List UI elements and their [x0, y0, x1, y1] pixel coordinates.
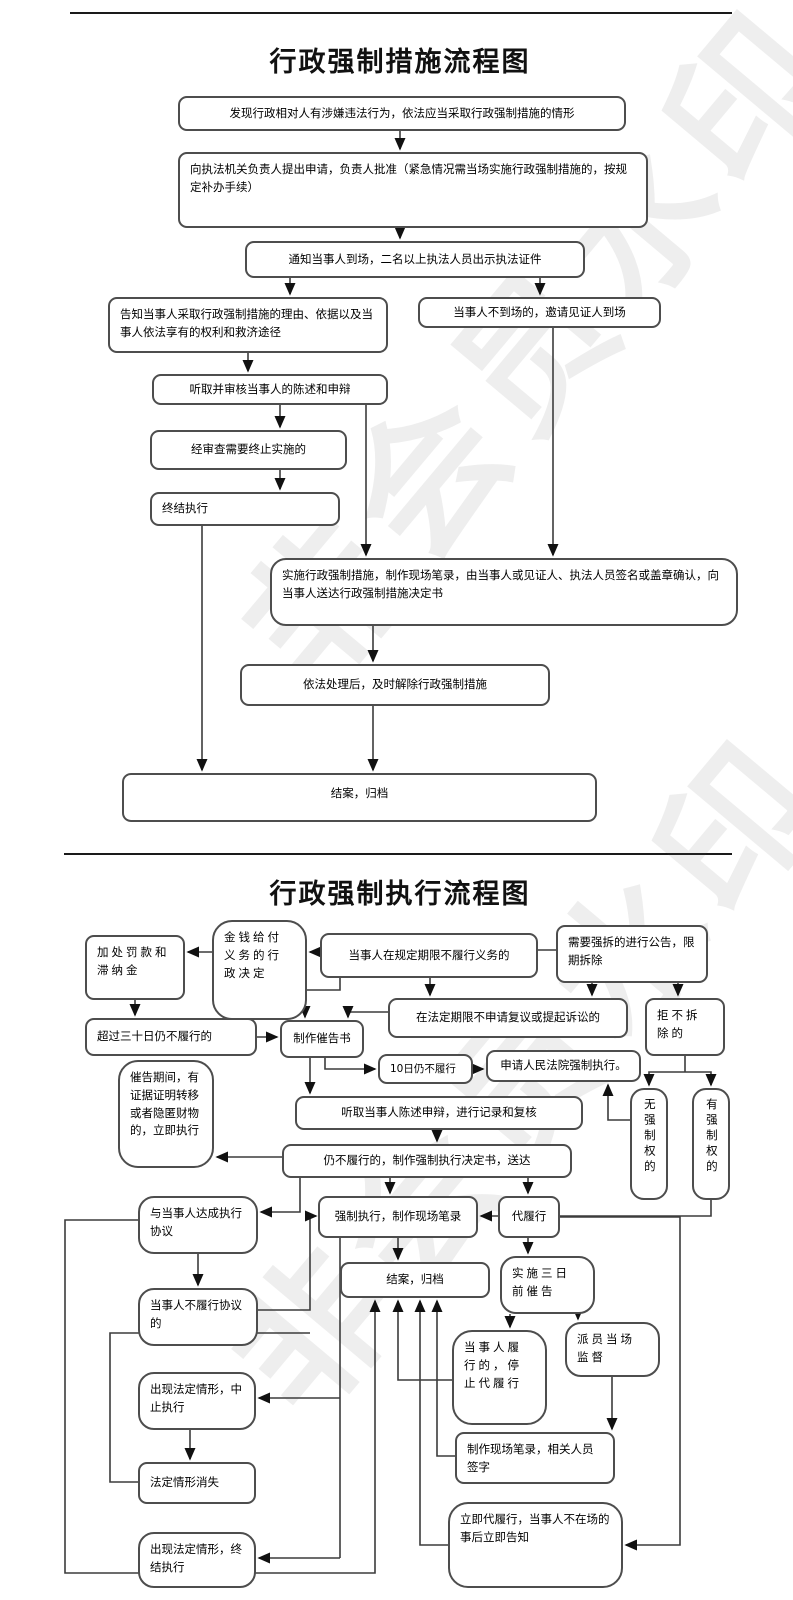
- node-apply-approval: 向执法机关负责人提出申请，负责人批准（紧急情况需当场实施行政强制措施的，按规定补…: [178, 152, 648, 228]
- node-party-performs-stop: 当事人履行的，停止代履行: [452, 1330, 547, 1425]
- node-record-signatures: 制作现场笔录，相关人员签字: [455, 1432, 615, 1484]
- node-reminder-3-days: 实施三日前催告: [500, 1256, 595, 1314]
- node-reach-agreement: 与当事人达成执行协议: [138, 1196, 258, 1254]
- node-suspend-execution: 出现法定情形，中止执行: [138, 1372, 256, 1430]
- top-rule: [70, 12, 732, 14]
- chart1-title: 行政强制措施流程图: [269, 47, 531, 78]
- node-review-terminate: 经审查需要终止实施的: [150, 430, 347, 470]
- node-no-appeal-lawsuit: 在法定期限不申请复议或提起诉讼的: [388, 998, 628, 1038]
- node-invite-witness: 当事人不到场的，邀请见证人到场: [418, 297, 661, 328]
- node-enforce-make-record: 强制执行，制作现场笔录: [318, 1196, 478, 1238]
- node-substitute-performance: 代履行: [498, 1196, 560, 1238]
- node-party-breaks-agreement: 当事人不履行协议的: [138, 1288, 258, 1346]
- node-over-30-days: 超过三十日仍不履行的: [85, 1018, 257, 1056]
- node-lift-measures: 依法处理后，及时解除行政强制措施: [240, 664, 550, 706]
- node-demolition-notice: 需要强拆的进行公告，限期拆除: [556, 925, 708, 983]
- node-immediate-substitute: 立即代履行，当事人不在场的事后立即告知: [448, 1502, 623, 1588]
- node-party-fails-duty: 当事人在规定期限不履行义务的: [320, 933, 538, 978]
- node-has-enforcement-power: 有强制权的: [692, 1088, 730, 1200]
- node-inform-reasons: 告知当事人采取行政强制措施的理由、依据以及当事人依法享有的权利和救济途径: [108, 297, 388, 353]
- chart2-title: 行政强制执行流程图: [269, 879, 531, 910]
- node-hear-record-review: 听取当事人陈述申辩，进行记录和复核: [295, 1096, 583, 1130]
- node-hear-statement: 听取并审核当事人的陈述和申辩: [152, 374, 388, 405]
- node-no-enforcement-power: 无强制权的: [630, 1088, 668, 1200]
- node-hide-assets-immediate: 催告期间，有证据证明转移或者隐匿财物的，立即执行: [118, 1060, 214, 1168]
- node-discover-violation: 发现行政相对人有涉嫌违法行为，依法应当采取行政强制措施的情形: [178, 96, 626, 131]
- node-notify-party: 通知当事人到场，二名以上执法人员出示执法证件: [245, 241, 585, 278]
- node-onsite-supervision: 派员当场监督: [565, 1322, 660, 1377]
- node-apply-court: 申请人民法院强制执行。: [486, 1050, 641, 1082]
- node-10-days-noncompliance: 10日仍不履行: [378, 1054, 473, 1084]
- node-close-file-2: 结案，归档: [340, 1262, 490, 1298]
- node-end-execution: 终结执行: [150, 492, 340, 526]
- node-implement-measures: 实施行政强制措施，制作现场笔录，由当事人或见证人、执法人员签名或盖章确认，向当事…: [270, 558, 738, 626]
- node-monetary-decision: 金钱给付义务的行政决定: [212, 920, 307, 1020]
- node-close-file-1: 结案，归档: [122, 773, 597, 822]
- node-refuse-demolish: 拒不拆除的: [645, 998, 725, 1056]
- node-terminate-execution: 出现法定情形，终结执行: [138, 1532, 256, 1588]
- node-make-reminder: 制作催告书: [280, 1020, 364, 1058]
- section-divider-rule: [64, 853, 732, 855]
- node-fine-late-fee: 加处罚款和滞纳金: [85, 935, 185, 1000]
- node-circumstance-gone: 法定情形消失: [138, 1462, 256, 1504]
- node-make-enforcement-decision: 仍不履行的，制作强制执行决定书，送达: [282, 1144, 572, 1178]
